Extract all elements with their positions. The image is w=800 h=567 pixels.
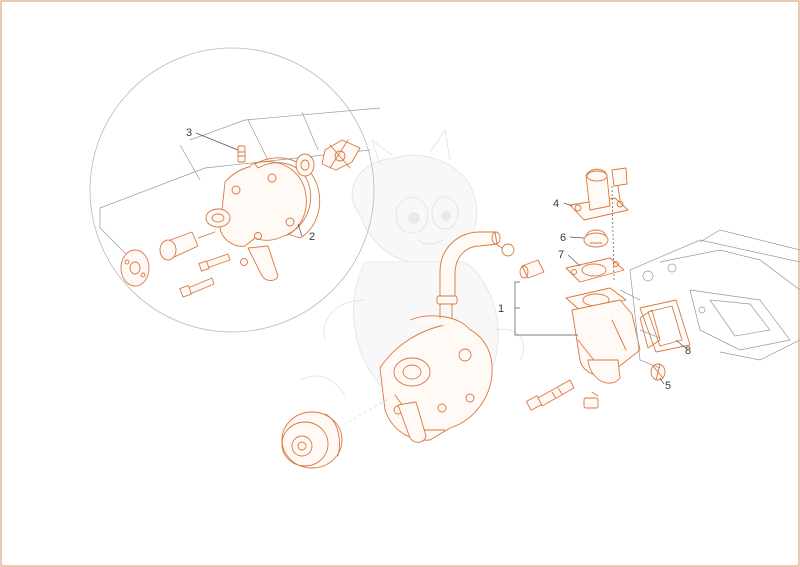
main-hose — [436, 231, 501, 319]
callout-8: 8 — [685, 345, 691, 357]
main-clamp-pipe — [495, 243, 545, 279]
inset-shaft-pin — [237, 145, 246, 163]
main-bolts — [525, 363, 666, 411]
callout-labels: 3 2 1 4 6 7 8 5 — [186, 127, 691, 392]
callout-7: 7 — [558, 249, 564, 261]
engine-block — [619, 229, 800, 369]
callout-5: 5 — [665, 380, 671, 392]
main-thermostat-housing — [569, 167, 629, 221]
main-pump-body — [379, 315, 493, 443]
inset-shaft-flange — [120, 231, 216, 287]
main-thermostat — [583, 229, 609, 248]
inset-section-band — [99, 107, 381, 259]
callout-3: 3 — [186, 127, 192, 139]
detail-circle-icon — [89, 47, 375, 333]
callout-2: 2 — [309, 231, 315, 243]
inset-bolts — [179, 253, 231, 298]
main-outlet-body — [565, 287, 661, 384]
leader-lines — [195, 132, 689, 385]
main-housing-gasket — [639, 299, 691, 353]
main-pulley — [281, 397, 391, 469]
callout-6: 6 — [560, 232, 566, 244]
main-thermostat-gasket — [565, 257, 625, 283]
callout-1: 1 — [498, 303, 504, 315]
callout-4: 4 — [553, 198, 559, 210]
inset-bearing-impeller — [295, 139, 361, 177]
inset-pump-housing — [205, 161, 307, 281]
